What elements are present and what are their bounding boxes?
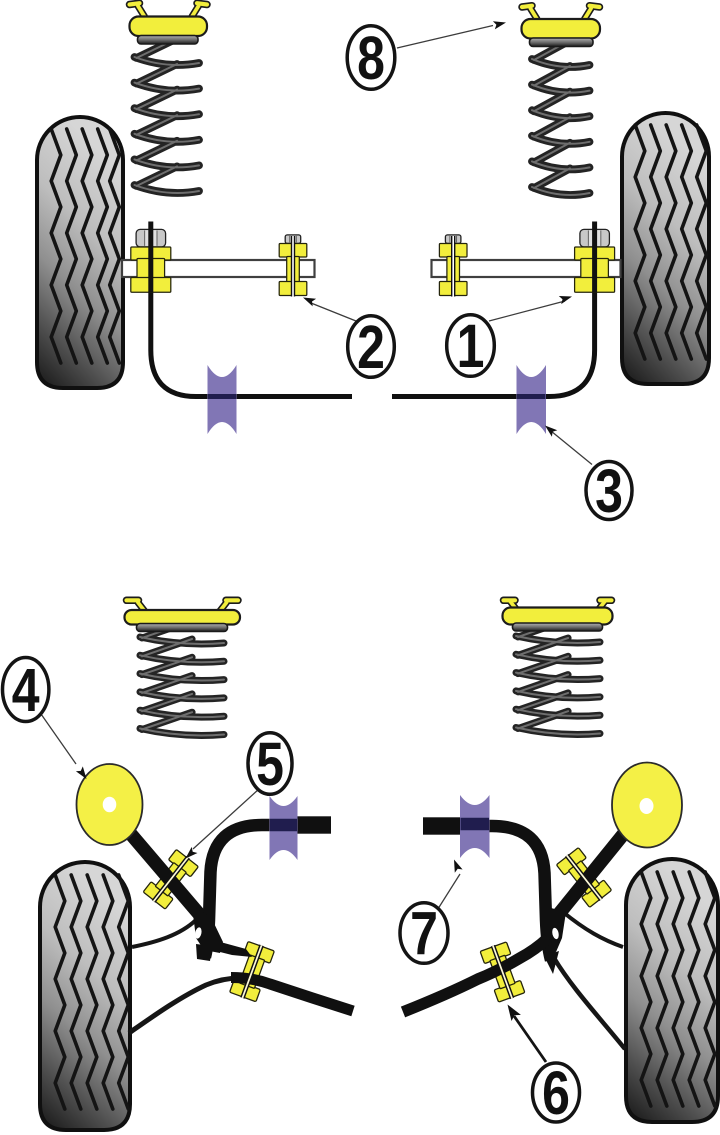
svg-text:6: 6	[542, 1059, 570, 1127]
svg-text:3: 3	[595, 457, 623, 525]
svg-text:7: 7	[410, 900, 438, 968]
svg-text:5: 5	[256, 730, 284, 798]
svg-text:8: 8	[357, 24, 385, 92]
svg-text:4: 4	[12, 656, 40, 724]
svg-text:1: 1	[457, 312, 485, 380]
svg-text:2: 2	[357, 313, 385, 381]
